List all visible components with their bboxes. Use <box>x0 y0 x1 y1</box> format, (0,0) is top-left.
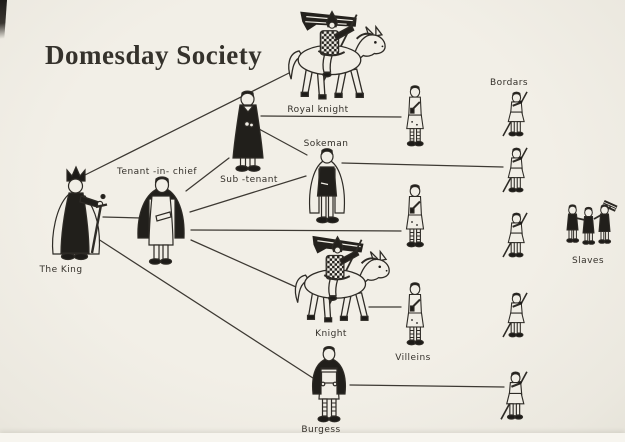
edge-king-to-tenant-in-chief <box>102 216 142 219</box>
tenant-in-chief-figure <box>137 176 185 265</box>
edge-tenant-to-villein-2 <box>190 229 402 232</box>
villein-figure-1 <box>406 85 424 147</box>
edge-sokeman-to-bordar-2 <box>341 162 504 168</box>
bordar-figure-3 <box>502 212 528 258</box>
slaves-figure-group <box>566 200 618 245</box>
edge-king-to-burgess <box>94 236 317 381</box>
slaves-label: Slaves <box>572 256 604 266</box>
photo-bottom-border <box>0 433 625 442</box>
knight-label: Knight <box>315 329 347 339</box>
bordar-figure-1 <box>502 91 528 137</box>
royal-knight-label: Royal knight <box>287 105 349 115</box>
edge-tenant-to-sokeman <box>189 175 307 213</box>
sub-tenant-figure <box>232 90 264 172</box>
edge-sub-tenant-to-sokeman <box>258 128 308 156</box>
royal-knight-figure <box>288 10 386 100</box>
bordar-figure-5 <box>500 371 528 420</box>
tenant-in-chief-label: Tenant -in- chief <box>117 167 197 177</box>
edge-sub-tenant-to-villein-1 <box>260 115 402 118</box>
sokeman-label: Sokeman <box>303 139 349 149</box>
burgess-figure <box>311 346 347 423</box>
edge-tenant-to-sub-tenant <box>185 157 230 192</box>
page-title: Domesday Society <box>45 40 263 70</box>
villein-figure-3 <box>405 282 425 346</box>
king-label: The King <box>39 265 83 275</box>
edge-tenant-to-knight <box>190 239 297 288</box>
sub-tenant-label: Sub -tenant <box>220 175 278 185</box>
edge-burgess-to-bordar-5 <box>349 384 505 388</box>
bordars-label: Bordars <box>490 78 528 88</box>
villein-figure-2 <box>405 184 425 248</box>
edge-king-to-royal-knight <box>84 72 290 176</box>
sokeman-figure <box>308 148 346 224</box>
knight-figure <box>294 235 390 323</box>
bordar-figure-4 <box>502 292 528 338</box>
bordar-figure-2 <box>502 147 528 193</box>
king-figure <box>51 165 108 261</box>
villeins-label: Villeins <box>395 353 431 363</box>
burgess-label: Burgess <box>301 425 341 435</box>
